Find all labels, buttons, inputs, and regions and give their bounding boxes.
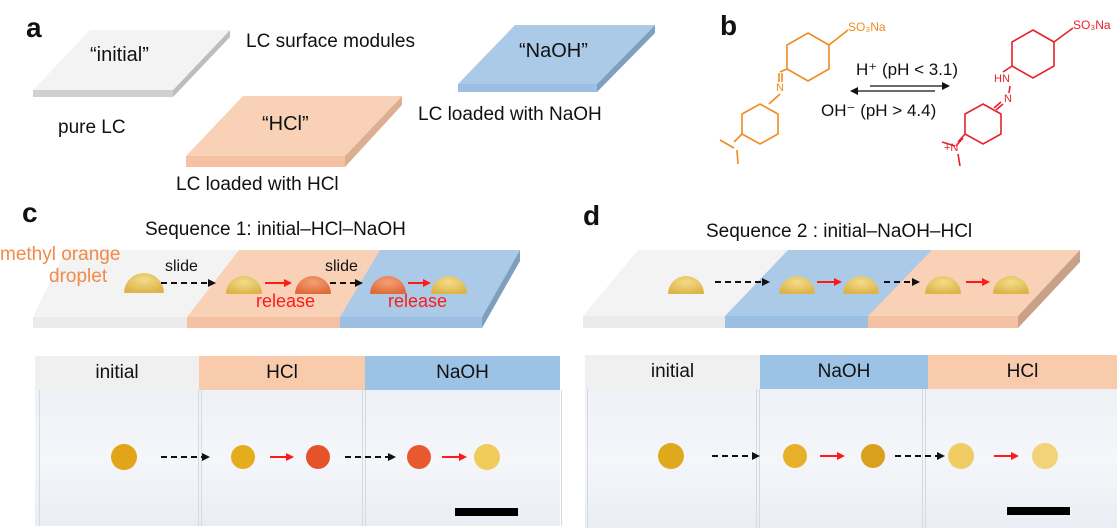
release-arrow <box>817 278 842 286</box>
droplet <box>474 444 500 470</box>
droplet <box>925 276 961 294</box>
plate-naoh <box>458 25 655 92</box>
panel-c-title: Sequence 1: initial–HCl–NaOH <box>145 219 406 240</box>
slide-arrow <box>884 278 920 286</box>
plate-naoh-tag: “NaOH” <box>519 40 588 62</box>
slide-arrow <box>715 278 770 286</box>
droplet <box>231 445 255 469</box>
slide-arrow <box>895 452 945 460</box>
azo-structure <box>719 29 849 165</box>
release-arrow <box>270 453 294 461</box>
tab-naoh: NaOH <box>760 355 928 389</box>
droplet <box>111 444 137 470</box>
plate-hcl <box>186 96 402 167</box>
droplet <box>295 276 331 294</box>
slide-label-2: slide <box>325 258 358 275</box>
release-arrow <box>820 452 845 460</box>
plate-initial-tag: “initial” <box>90 44 149 66</box>
left-so3na-label: SO₃Na <box>848 20 886 34</box>
n-plus-label: +N <box>944 142 959 154</box>
reverse-condition: OH⁻ (pH > 4.4) <box>821 101 937 120</box>
slide-arrow <box>345 453 396 461</box>
right-so3na-label: SO₃Na <box>1073 18 1111 32</box>
release-arrow <box>966 278 990 286</box>
plate-hcl-tag: “HCl” <box>262 113 309 135</box>
tab-initial: initial <box>35 356 199 390</box>
release-label-1: release <box>256 291 316 311</box>
droplet <box>431 276 467 294</box>
droplet-label: droplet <box>49 266 108 287</box>
release-arrow <box>265 279 292 287</box>
glass-slide <box>759 389 923 528</box>
panel-d-title: Sequence 2 : initial–NaOH–HCl <box>706 221 973 242</box>
glass-slide <box>39 390 199 526</box>
slide-arrow <box>161 453 210 461</box>
slide-label-1: slide <box>165 258 198 275</box>
release-arrow <box>994 452 1019 460</box>
droplet <box>407 445 431 469</box>
droplet <box>658 443 684 469</box>
droplet <box>948 443 974 469</box>
droplet <box>993 276 1029 294</box>
droplet <box>668 276 704 294</box>
hydrazone-structure <box>941 27 1074 167</box>
release-arrow <box>442 453 467 461</box>
droplet <box>783 444 807 468</box>
slide-arrow <box>330 279 363 287</box>
panel-c-label: c <box>22 197 38 228</box>
slide-arrow <box>712 452 760 460</box>
glass-slide <box>925 389 1117 528</box>
plate-initial-caption: pure LC <box>58 117 126 138</box>
droplet <box>306 445 330 469</box>
release-arrow <box>408 279 431 287</box>
slide-arrow <box>161 279 216 287</box>
droplet <box>124 273 164 293</box>
tab-hcl: HCl <box>928 355 1117 389</box>
plate-hcl-caption: LC loaded with HCl <box>176 174 339 195</box>
glass-slide <box>587 389 757 528</box>
panel-a-title: LC surface modules <box>246 31 415 52</box>
hn-label: HN <box>994 73 1010 85</box>
droplet <box>370 276 406 294</box>
release-label-2: release <box>388 291 448 311</box>
panel-d-label: d <box>583 200 601 231</box>
scale-bar <box>455 508 518 516</box>
tab-naoh: NaOH <box>365 356 560 390</box>
azo-n-label: N <box>776 82 784 94</box>
methyl-orange-label: methyl orange <box>0 244 121 265</box>
equilibrium-arrows <box>850 82 950 95</box>
tab-initial: initial <box>585 355 760 389</box>
plate-initial <box>33 30 230 97</box>
droplet <box>843 276 879 294</box>
tab-hcl: HCl <box>199 356 365 390</box>
panel-a-label: a <box>26 12 42 43</box>
hydrazone-n-label: N <box>1004 93 1012 105</box>
plate-naoh-caption: LC loaded with NaOH <box>418 104 602 125</box>
droplet <box>779 276 815 294</box>
droplet <box>861 444 885 468</box>
panel-b-label: b <box>720 10 738 41</box>
droplet <box>1032 443 1058 469</box>
droplet <box>226 276 262 294</box>
scale-bar <box>1007 507 1070 515</box>
forward-condition: H⁺ (pH < 3.1) <box>856 60 959 79</box>
